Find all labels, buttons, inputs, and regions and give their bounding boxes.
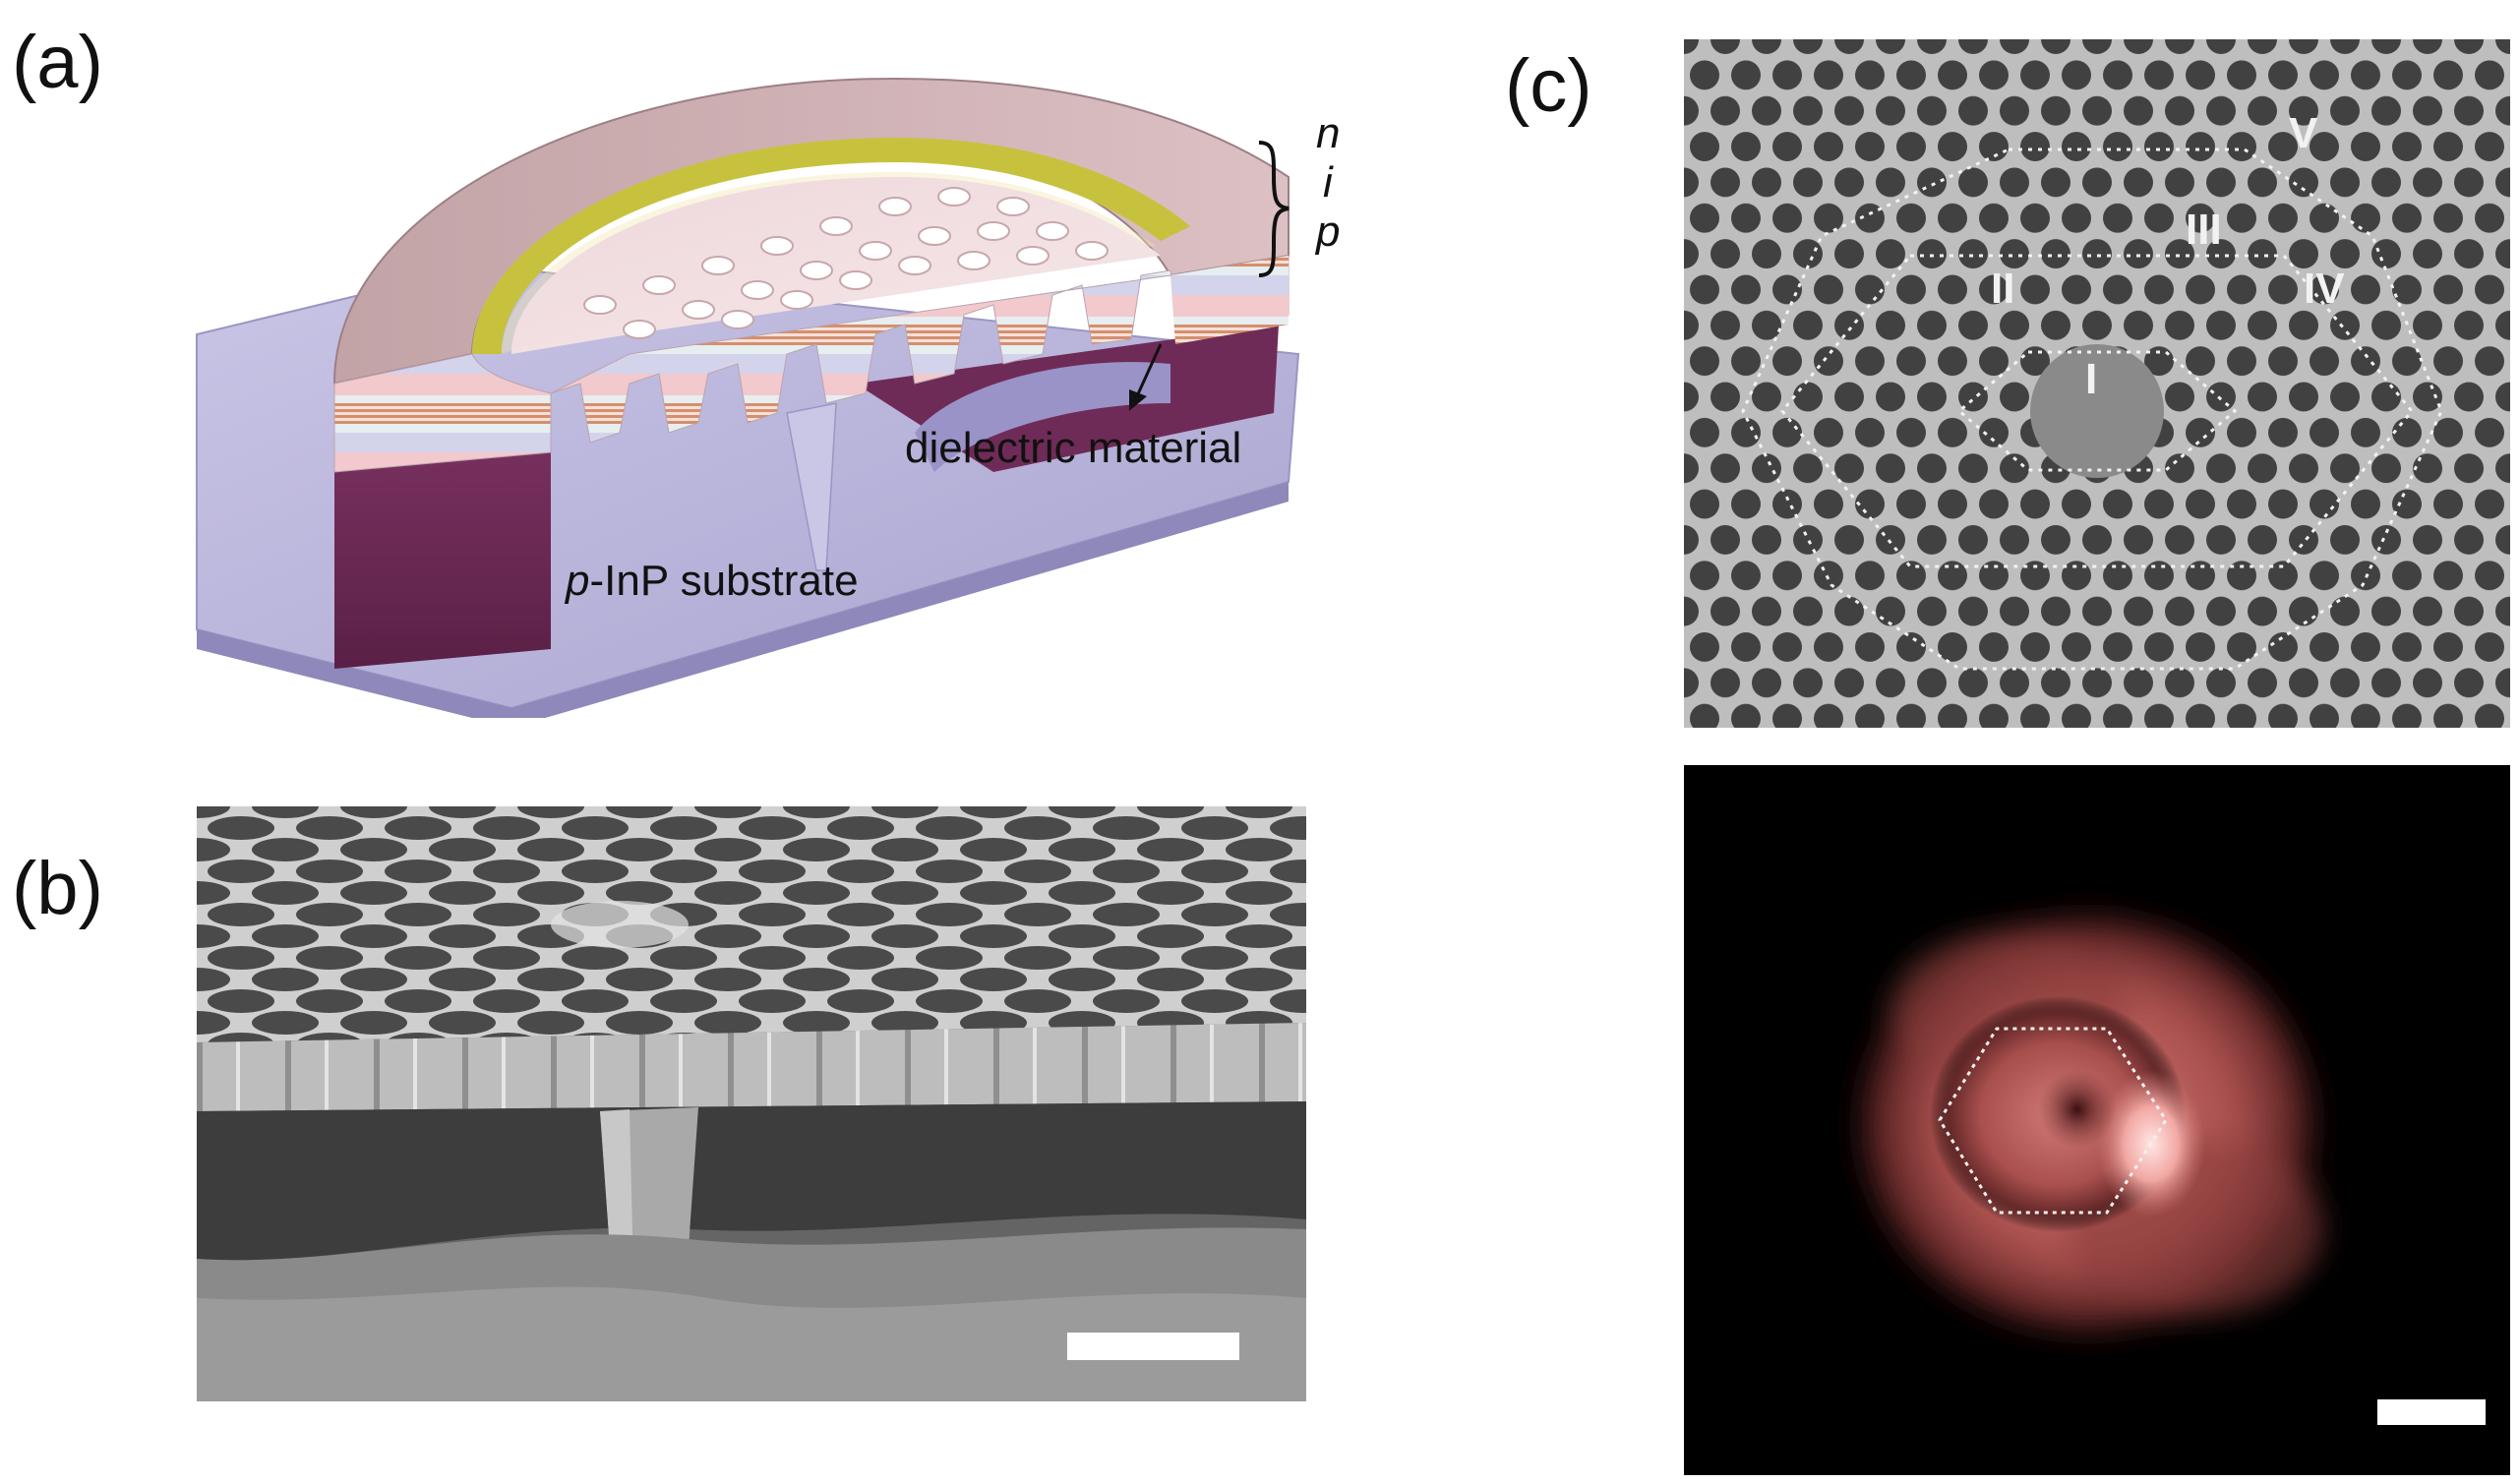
layer-label-n: n <box>1316 109 1340 157</box>
substrate-label-rest: -InP substrate <box>589 557 858 605</box>
region-label-III: III <box>2186 206 2222 254</box>
region-label-I: I <box>2085 355 2097 403</box>
panel-label-a: (a) <box>12 21 103 104</box>
panel-c-sem-topview: I II III IV V <box>1684 39 2510 728</box>
panel-label-b: (b) <box>12 847 103 930</box>
panel-a-schematic: n i p dielectric material p-InP substrat… <box>196 77 1340 718</box>
hexagon-outlines <box>1741 148 2443 671</box>
region-label-IV: IV <box>2304 265 2345 313</box>
panel-b-sem-image <box>197 806 1306 1401</box>
layer-label-i: i <box>1323 158 1334 207</box>
region-label-II: II <box>1991 265 2014 313</box>
panel-label-c: (c) <box>1505 44 1592 128</box>
dielectric-label: dielectric material <box>905 424 1241 472</box>
photonic-holes <box>583 187 1109 339</box>
region-label-V: V <box>2289 109 2318 157</box>
mode-hexagon-outline <box>1938 1027 2168 1215</box>
scale-bar-c <box>2377 1399 2486 1425</box>
substrate-label-prefix: p <box>564 557 589 605</box>
panel-c-mode-image <box>1684 765 2510 1475</box>
scale-bar-b <box>1067 1333 1239 1360</box>
layer-label-p: p <box>1314 208 1340 256</box>
substrate-label: p-InP substrate <box>564 557 859 605</box>
dielectric-arrow <box>1129 343 1163 411</box>
